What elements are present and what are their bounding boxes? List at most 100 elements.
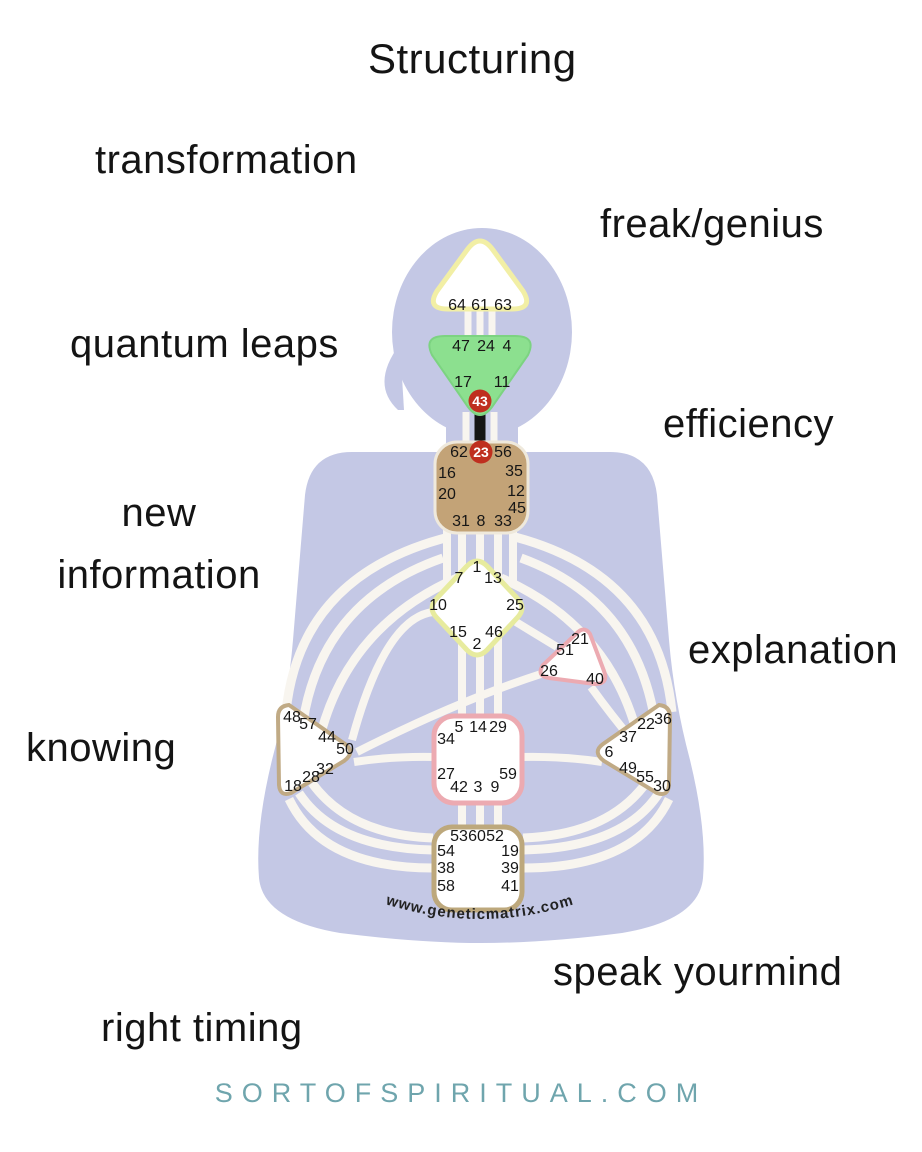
gate-number: 55 bbox=[636, 769, 654, 786]
gate-number: 13 bbox=[484, 570, 502, 587]
channel bbox=[281, 532, 451, 713]
channel bbox=[348, 608, 434, 742]
ajna-center-shape bbox=[428, 335, 532, 416]
channel bbox=[353, 752, 437, 766]
gate-number: 31 bbox=[452, 513, 470, 530]
gate-number: 37 bbox=[619, 729, 637, 746]
gate-number: 16 bbox=[438, 465, 456, 482]
gate-number: 19 bbox=[501, 843, 519, 860]
gate-number: 42 bbox=[450, 779, 468, 796]
gate-number: 60 bbox=[468, 828, 486, 845]
gate-number: 64 bbox=[448, 297, 466, 314]
root-center: 53 60 52 54 19 38 39 58 41 bbox=[431, 824, 525, 913]
gate-number: 49 bbox=[619, 760, 637, 777]
label-new-information: new information bbox=[44, 482, 274, 606]
gate-number: 57 bbox=[299, 716, 317, 733]
gate-number: 61 bbox=[471, 297, 489, 314]
heart-center: 21 51 26 40 bbox=[538, 627, 608, 688]
gate-number: 36 bbox=[654, 711, 672, 728]
label-new-information-line2: information bbox=[57, 553, 261, 597]
channel bbox=[316, 573, 459, 735]
gate-number: 25 bbox=[506, 597, 524, 614]
face-profile bbox=[384, 344, 404, 410]
channel bbox=[355, 669, 546, 756]
label-quantum-leaps: quantum leaps bbox=[70, 322, 339, 366]
gate-number: 45 bbox=[508, 500, 526, 517]
g-center-shape bbox=[429, 558, 525, 658]
channel bbox=[522, 797, 674, 873]
head-center: 64 61 63 bbox=[430, 238, 530, 314]
gate-number: 22 bbox=[637, 716, 655, 733]
label-structuring: Structuring bbox=[368, 35, 577, 82]
gate-number: 18 bbox=[284, 778, 302, 795]
solar-plexus-center: 36 22 37 6 49 55 30 bbox=[595, 702, 673, 796]
gate-number: 43 bbox=[472, 393, 488, 409]
gate-number: 23 bbox=[473, 444, 489, 460]
gate-number: 34 bbox=[437, 731, 455, 748]
label-freak-genius: freak/genius bbox=[600, 202, 824, 246]
gate-number: 26 bbox=[540, 663, 558, 680]
gate-number: 9 bbox=[491, 779, 500, 796]
gate-number: 53 bbox=[450, 828, 468, 845]
label-efficiency: efficiency bbox=[663, 402, 835, 446]
channel bbox=[513, 618, 560, 651]
head-center-shape bbox=[430, 238, 530, 312]
gate-number: 35 bbox=[505, 463, 523, 480]
channel bbox=[308, 780, 434, 843]
channel bbox=[522, 790, 663, 855]
gate-number: 47 bbox=[452, 338, 470, 355]
sacral-center-shape bbox=[431, 713, 525, 806]
gate-number: 6 bbox=[605, 744, 614, 761]
gate-number: 51 bbox=[556, 642, 574, 659]
spleen-center: 48 57 44 50 32 28 18 bbox=[275, 702, 354, 796]
label-new-information-line1: new bbox=[121, 491, 197, 535]
gate-number: 3 bbox=[474, 779, 483, 796]
gate-number: 54 bbox=[437, 843, 455, 860]
gate-number: 59 bbox=[499, 766, 517, 783]
label-explanation: explanation bbox=[688, 628, 899, 672]
sacral-center: 5 14 29 34 27 59 42 3 9 bbox=[431, 713, 525, 806]
ajna-center: 47 24 4 17 11 43 bbox=[428, 335, 532, 416]
gate-number: 5 bbox=[455, 719, 464, 736]
channel bbox=[519, 752, 603, 766]
gate-number: 38 bbox=[437, 860, 455, 877]
gate-number: 32 bbox=[316, 761, 334, 778]
channel bbox=[295, 790, 434, 855]
solar-plexus-center-shape bbox=[595, 702, 673, 796]
label-right-timing: right timing bbox=[101, 1006, 303, 1050]
gate-number: 58 bbox=[437, 878, 455, 895]
root-center-shape bbox=[431, 824, 525, 913]
gate-number: 52 bbox=[486, 828, 504, 845]
gate-number: 10 bbox=[429, 597, 447, 614]
gate-number: 48 bbox=[283, 709, 301, 726]
channel bbox=[513, 532, 677, 713]
gate-number: 2 bbox=[473, 636, 482, 653]
label-transformation: transformation bbox=[95, 138, 358, 182]
gate-number: 17 bbox=[454, 374, 472, 391]
label-knowing: knowing bbox=[26, 726, 177, 770]
gate-number: 56 bbox=[494, 444, 512, 461]
channel bbox=[298, 553, 445, 723]
gate-number: 7 bbox=[455, 570, 464, 587]
activated-gate-badge bbox=[469, 440, 493, 464]
gate-number: 41 bbox=[501, 878, 519, 895]
gate-number: 27 bbox=[437, 766, 455, 783]
g-center: 1 7 13 10 25 15 2 46 bbox=[429, 558, 525, 658]
footer-site-url: SORTOFSPIRITUAL.COM bbox=[214, 1078, 708, 1108]
channel bbox=[522, 780, 650, 843]
gate-number: 11 bbox=[494, 374, 511, 391]
heart-center-shape bbox=[538, 627, 608, 687]
gate-number: 14 bbox=[469, 719, 487, 736]
gate-number: 39 bbox=[501, 860, 519, 877]
throat-center: 62 56 16 35 20 12 45 31 8 33 23 bbox=[433, 440, 530, 535]
gate-number: 20 bbox=[438, 486, 456, 503]
channel bbox=[519, 553, 660, 723]
gate-number: 29 bbox=[489, 719, 507, 736]
gate-number: 63 bbox=[494, 297, 512, 314]
activated-gate-badge bbox=[468, 389, 492, 413]
channel bbox=[284, 797, 434, 873]
gate-number: 4 bbox=[503, 338, 512, 355]
gate-number: 40 bbox=[586, 671, 604, 688]
gate-number: 15 bbox=[449, 624, 467, 641]
